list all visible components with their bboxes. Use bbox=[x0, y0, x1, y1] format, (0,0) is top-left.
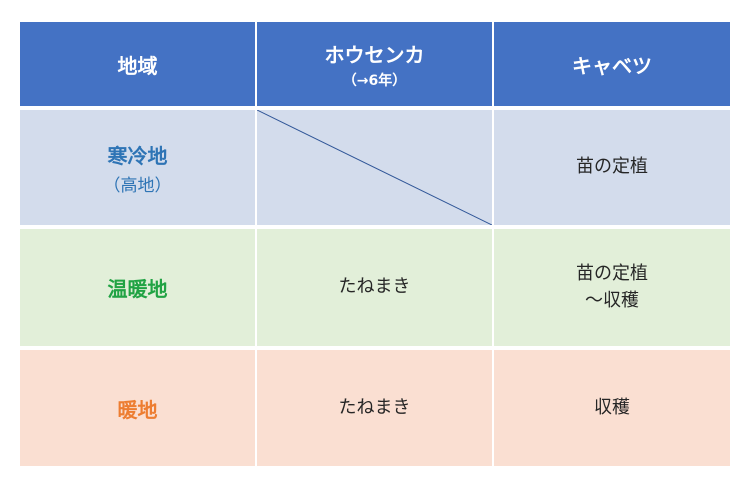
cell-cold-cabbage: 苗の定植 bbox=[494, 110, 730, 225]
row-cold-name: 寒冷地 bbox=[107, 143, 168, 168]
row-cold-sub: （高地） bbox=[103, 175, 172, 196]
row-hot-name: 暖地 bbox=[117, 397, 158, 422]
diagonal-line bbox=[257, 110, 492, 225]
header-houseninka-label: ホウセンカ bbox=[324, 42, 425, 67]
region-schedule-table: 地域 ホウセンカ （→6年） キャベツ 寒冷地 （高地） 苗の定植 温暖地 たね… bbox=[20, 22, 730, 466]
cell-hot-cabbage-text: 収穫 bbox=[594, 396, 630, 418]
header-region-label: 地域 bbox=[117, 53, 158, 78]
row-warm-name: 温暖地 bbox=[107, 277, 168, 301]
cell-cold-houseninka-empty bbox=[257, 110, 492, 225]
header-cabbage-label: キャベツ bbox=[572, 53, 652, 78]
cell-warm-cabbage-line2: ～収穫 bbox=[585, 289, 639, 311]
header-houseninka-note: （→6年） bbox=[342, 72, 407, 89]
cell-hot-cabbage: 収穫 bbox=[494, 350, 730, 466]
cell-warm-cabbage-line1: 苗の定植 bbox=[576, 263, 648, 285]
cell-hot-houseninka: たねまき bbox=[257, 350, 492, 466]
cell-hot-houseninka-text: たねまき bbox=[338, 396, 411, 418]
cell-warm-houseninka-text: たねまき bbox=[338, 276, 411, 298]
header-region: 地域 bbox=[20, 22, 255, 106]
header-houseninka: ホウセンカ （→6年） bbox=[257, 22, 492, 106]
row-label-hot: 暖地 bbox=[20, 350, 255, 466]
cell-warm-houseninka: たねまき bbox=[257, 229, 492, 346]
cell-warm-cabbage: 苗の定植 ～収穫 bbox=[494, 229, 730, 346]
header-cabbage: キャベツ bbox=[494, 22, 730, 106]
cell-cold-cabbage-text: 苗の定植 bbox=[576, 156, 648, 178]
row-label-warm: 温暖地 bbox=[20, 229, 255, 346]
row-label-cold: 寒冷地 （高地） bbox=[20, 110, 255, 225]
